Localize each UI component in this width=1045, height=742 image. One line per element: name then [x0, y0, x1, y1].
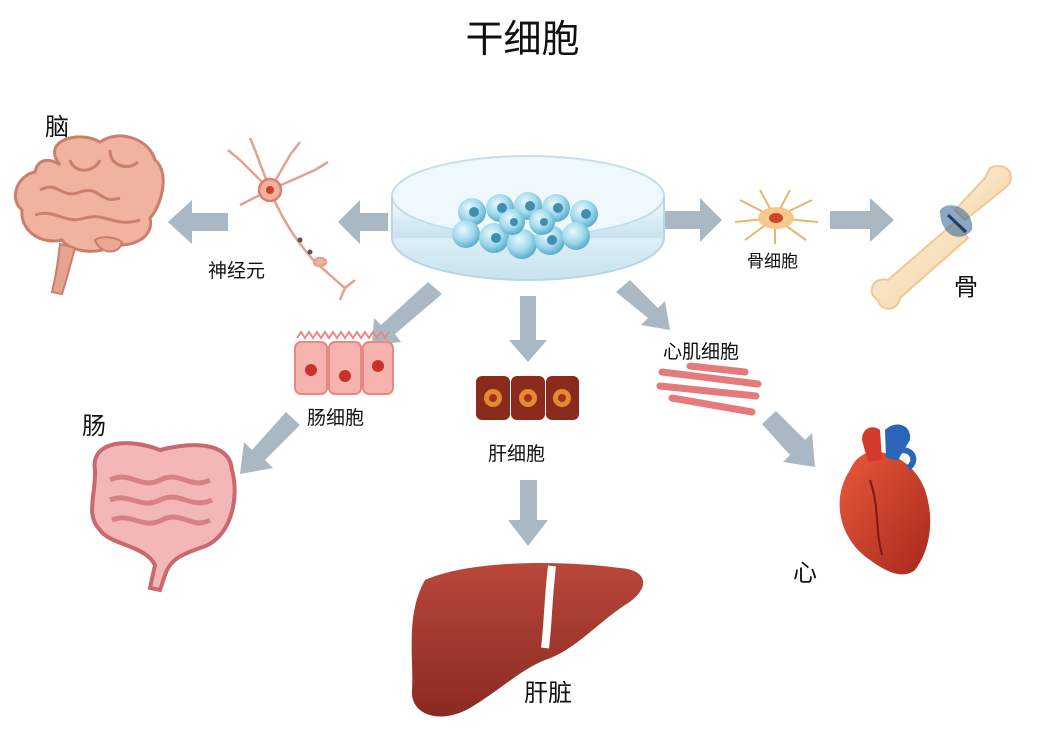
intestinal-cells: [294, 330, 394, 395]
cardiomyocyte-label: 心肌细胞: [663, 341, 740, 363]
heart: [839, 424, 931, 575]
hepatocytes: [476, 376, 579, 420]
osteocyte-label: 骨细胞: [747, 252, 798, 272]
petri-dish: [391, 155, 665, 281]
arrow-dish-to-neuron: [338, 200, 388, 244]
intestine: [90, 441, 237, 593]
arrow-osteocyte-to-bone: [830, 198, 894, 242]
intestinal-cell-label: 肠细胞: [307, 407, 365, 429]
arrow-dish-to-cardiomyocyte: [616, 280, 670, 330]
diagram-title: 干细胞: [465, 17, 580, 61]
brain: [13, 134, 165, 296]
arrow-intestinal-cell-to-intestine: [240, 412, 300, 474]
bone-label: 骨: [954, 273, 978, 301]
intestine-label: 肠: [82, 412, 106, 440]
arrow-dish-to-intestinal-cell: [372, 282, 442, 345]
neuron-label: 神经元: [208, 260, 266, 282]
cardiomyocytes: [656, 362, 762, 416]
liver: [411, 563, 644, 717]
arrows: [168, 198, 894, 546]
arrow-dish-to-hepatocyte: [509, 296, 547, 362]
hepatocyte-label: 肝细胞: [488, 443, 546, 465]
stem-cells: [452, 192, 598, 259]
arrow-hepatocyte-to-liver: [508, 480, 548, 546]
liver-label: 肝脏: [524, 679, 572, 707]
brain-label: 脑: [45, 113, 69, 141]
arrow-neuron-to-brain: [168, 200, 228, 244]
arrow-cardiomyocyte-to-heart: [762, 411, 815, 467]
arrow-dish-to-osteocyte: [665, 198, 722, 242]
bone: [870, 165, 1012, 310]
heart-label: 心: [793, 559, 817, 587]
neuron: [227, 137, 356, 301]
osteocyte: [734, 189, 819, 244]
